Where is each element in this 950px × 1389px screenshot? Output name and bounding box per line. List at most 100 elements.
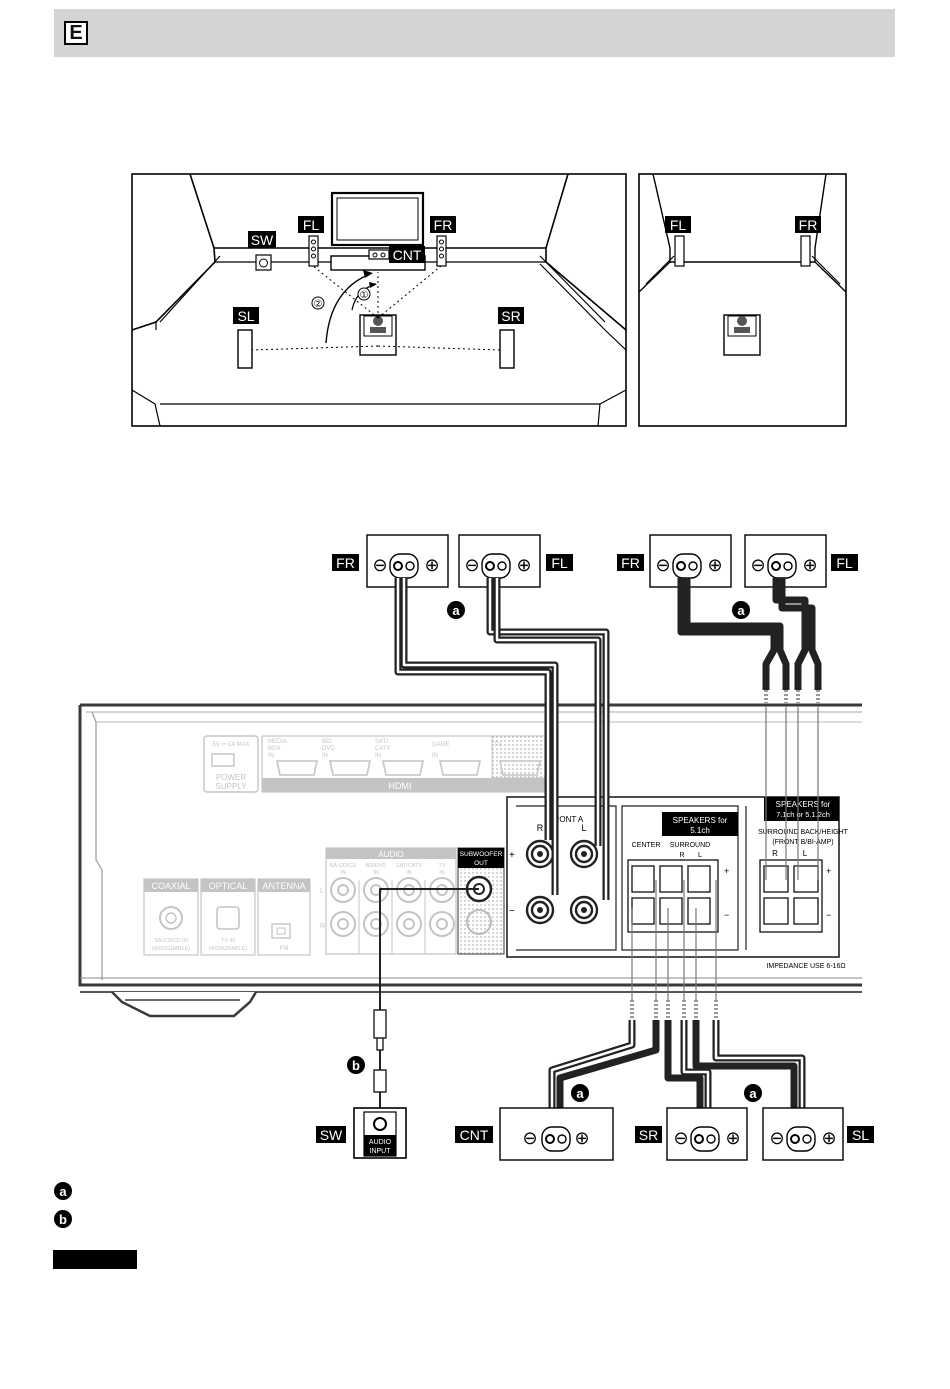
subwoofer-out-jack: SUBWOOFER OUT [457,847,505,955]
section-header-bar: E [54,9,895,57]
cable-marker-a-bottom-left: a [571,1084,589,1102]
speaker-label-fl-1: FL [546,554,573,571]
svg-text:SW: SW [320,1127,343,1143]
svg-text:⊖: ⊖ [655,555,670,575]
svg-text:R: R [320,923,325,930]
svg-text:a: a [576,1086,584,1101]
svg-text:SR: SR [639,1127,658,1143]
svg-text:L: L [803,849,808,858]
speaker-label-sl: SL [847,1126,874,1143]
svg-text:a: a [452,603,460,618]
room-label-cnt: CNT [389,246,425,263]
svg-text:FR: FR [336,555,355,571]
subwoofer-box: AUDIO INPUT [353,1107,407,1159]
svg-text:a: a [59,1184,67,1199]
svg-text:IN: IN [340,870,346,876]
audio-input-area: AUDIO SA-CD/CD IN BD/DVD IN SAT/CATV IN … [320,847,457,955]
svg-text:SAT/: SAT/ [375,739,388,745]
svg-text:L: L [698,852,702,859]
svg-text:⊕: ⊕ [707,555,722,575]
speaker-cables [373,578,822,1130]
cable-marker-a-bottom-right: a [744,1084,762,1102]
svg-text:SURROUND BACK/HEIGHT: SURROUND BACK/HEIGHT [758,829,849,836]
antenna-input-area: ANTENNA FM [257,878,311,956]
svg-text:IN: IN [268,753,274,759]
section-letter: E [64,21,88,45]
svg-text:ANTENNA: ANTENNA [262,881,305,891]
svg-text:TV: TV [494,742,502,748]
svg-text:SW: SW [251,232,274,248]
svg-text:IN: IN [373,870,379,876]
svg-text:L: L [581,823,586,833]
svg-text:−: − [509,906,515,917]
svg-text:①: ① [360,290,369,301]
svg-text:CATV: CATV [375,746,391,752]
svg-text:(FRONT B/BI-AMP): (FRONT B/BI-AMP) [772,839,833,846]
svg-text:CENTER: CENTER [632,842,661,849]
svg-text:DVD: DVD [322,746,335,752]
svg-text:IN: IN [432,753,438,759]
svg-text:⊕: ⊕ [516,555,531,575]
note-heading-bar [53,1250,137,1269]
cable-marker-a-top-left: a [447,601,465,619]
svg-text:OPTICAL: OPTICAL [209,881,248,891]
speaker-box-cnt: ⊖ ⊕ [499,1107,614,1161]
svg-text:IN: IN [439,870,445,876]
svg-text:−: − [826,910,831,920]
speaker-box-sr: ⊖ ⊕ [666,1107,748,1161]
svg-text:a: a [749,1086,757,1101]
hdmi-port-area: HDMI MEDIA BOX IN BD/ DVD IN SAT/ CATV I… [261,735,551,793]
svg-text:SUBWOOFER: SUBWOOFER [460,851,503,858]
svg-text:⊖: ⊖ [464,555,479,575]
angle-marker-2: ② [311,296,325,310]
svg-text:AUDIO: AUDIO [369,1139,392,1146]
speaker-box-sl: ⊖ ⊕ [762,1107,844,1161]
receiver-rear-panel [78,703,862,1018]
svg-text:FM: FM [280,946,289,952]
svg-text:5V ⎓ 1A MAX: 5V ⎓ 1A MAX [212,742,249,748]
svg-text:IN: IN [322,753,328,759]
room-label-sw: SW [248,231,276,248]
svg-text:FR: FR [799,217,818,233]
svg-text:⊕: ⊕ [424,555,439,575]
svg-text:b: b [352,1058,360,1073]
svg-text:SUPPLY: SUPPLY [216,782,248,791]
svg-text:GAME: GAME [432,742,450,748]
room-right-label-fl: FL [665,216,691,233]
room-layout-left: ① ② SW FL FR CNT SL SR [131,173,627,427]
speaker-label-fr-2: FR [617,554,644,571]
svg-text:⊖: ⊖ [673,1128,688,1148]
svg-text:IN: IN [406,870,412,876]
usb-port-area: 5V ⎓ 1A MAX POWER SUPPLY [203,735,259,793]
svg-text:POWER: POWER [216,773,246,782]
svg-text:⊕: ⊕ [725,1128,740,1148]
svg-text:SURROUND: SURROUND [670,842,710,849]
speaker-box-fr-1: ⊖ ⊕ [366,534,449,588]
svg-text:(ASSIGNABLE): (ASSIGNABLE) [209,946,248,952]
legend-item-b: b [54,1210,72,1228]
svg-text:BOX: BOX [268,746,281,752]
svg-text:R: R [537,823,544,833]
svg-text:BD/: BD/ [322,739,332,745]
room-label-sr: SR [498,307,524,324]
svg-text:FR: FR [621,555,640,571]
svg-text:COAXIAL: COAXIAL [151,881,190,891]
speaker-label-fr-1: FR [332,554,359,571]
svg-text:FR: FR [434,217,453,233]
svg-text:+: + [724,866,729,876]
svg-text:⊕: ⊕ [574,1128,589,1148]
room-layout-right: FL FR [638,173,847,427]
svg-text:SL: SL [852,1127,869,1143]
svg-text:IMPEDANCE USE 6-16Ω: IMPEDANCE USE 6-16Ω [766,963,845,970]
speaker-box-fr-2: ⊖ ⊕ [649,534,732,588]
cable-marker-b: b [347,1056,365,1074]
svg-text:⊖: ⊖ [769,1128,784,1148]
svg-text:②: ② [314,299,323,310]
svg-text:FL: FL [836,555,853,571]
svg-text:TV: TV [438,863,445,869]
svg-text:7.1ch or 5.1.2ch: 7.1ch or 5.1.2ch [776,810,830,819]
room-right-label-fr: FR [795,216,821,233]
svg-text:MEDIA: MEDIA [268,739,287,745]
svg-text:a: a [737,603,745,618]
svg-text:SR: SR [501,308,520,324]
